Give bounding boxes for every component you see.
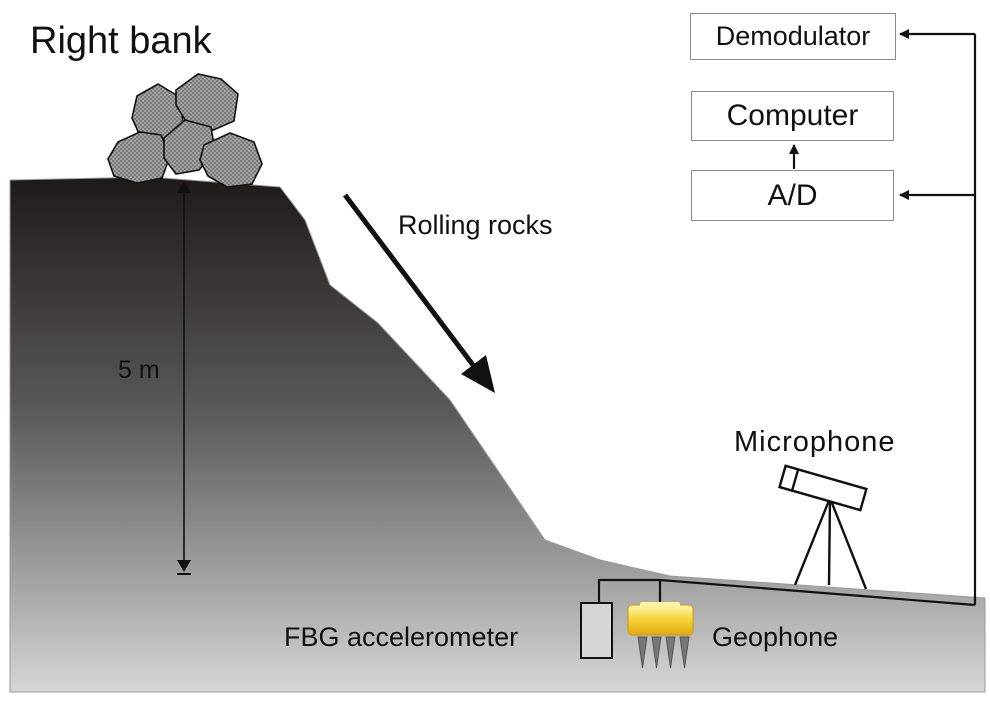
- microphone-icon: [778, 464, 868, 590]
- fbg-accelerometer-label: FBG accelerometer: [284, 622, 519, 652]
- fbg-accelerometer-icon: [580, 602, 613, 659]
- height-label: 5 m: [118, 356, 160, 384]
- microphone-label: Microphone: [734, 426, 896, 458]
- signal-cable: [597, 29, 977, 607]
- computer-box: Computer: [691, 91, 894, 141]
- height-dimension: [177, 181, 191, 575]
- rock-pile-icon: [107, 73, 263, 188]
- bank-title: Right bank: [30, 20, 212, 62]
- rolling-rocks-label: Rolling rocks: [398, 210, 553, 240]
- rolling-direction-arrow: [343, 193, 495, 393]
- ad-converter-box: A/D: [691, 170, 894, 221]
- geophone-label: Geophone: [712, 622, 839, 652]
- geophone-icon: [627, 602, 694, 669]
- slope-ground: [9, 176, 986, 693]
- demodulator-box: Demodulator: [690, 13, 896, 60]
